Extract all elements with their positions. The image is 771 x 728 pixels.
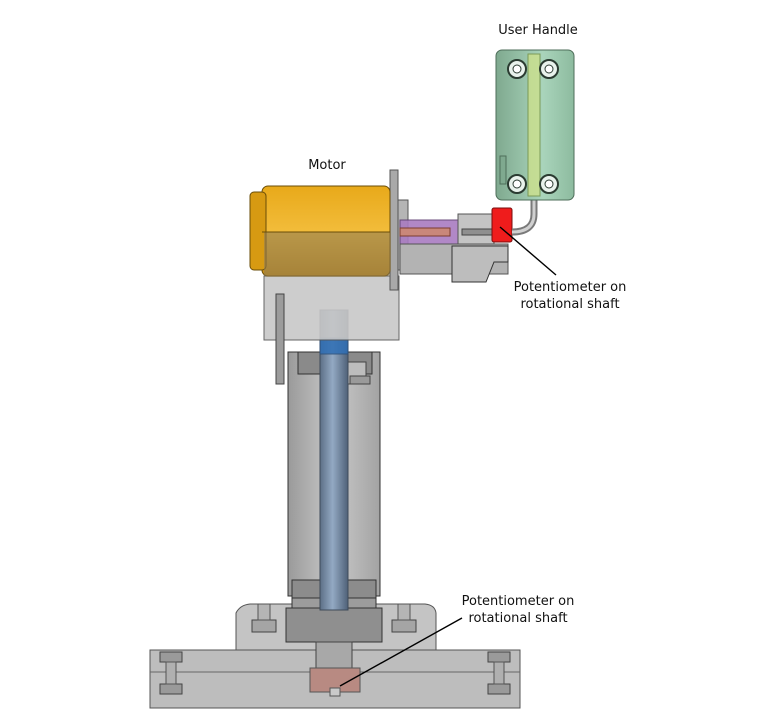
user-handle: [495, 49, 575, 201]
motor: [249, 185, 391, 277]
leader-line-bottom-potentiometer: [339, 617, 463, 687]
top-potentiometer-label-line2: rotational shaft: [520, 297, 620, 312]
bottom-potentiometer-label: Potentiometer on rotational shaft: [454, 593, 582, 627]
leader-line-top-potentiometer: [499, 226, 557, 276]
top-potentiometer-label-line1: Potentiometer on: [513, 280, 627, 295]
top-potentiometer: [491, 207, 513, 243]
motor-housing: [263, 169, 400, 385]
bottom-potentiometer-label-line1: Potentiometer on: [461, 594, 575, 609]
top-potentiometer-label: Potentiometer on rotational shaft: [506, 279, 634, 313]
motor-label: Motor: [308, 158, 346, 173]
horizontal-shaft: [397, 199, 511, 283]
bottom-potentiometer-label-line2: rotational shaft: [468, 611, 568, 626]
handle-bolts: [507, 59, 559, 194]
handle-arm: [511, 198, 538, 236]
vertical-shaft: [319, 309, 349, 611]
bottom-potentiometer: [309, 667, 361, 697]
user-handle-label: User Handle: [498, 23, 578, 38]
